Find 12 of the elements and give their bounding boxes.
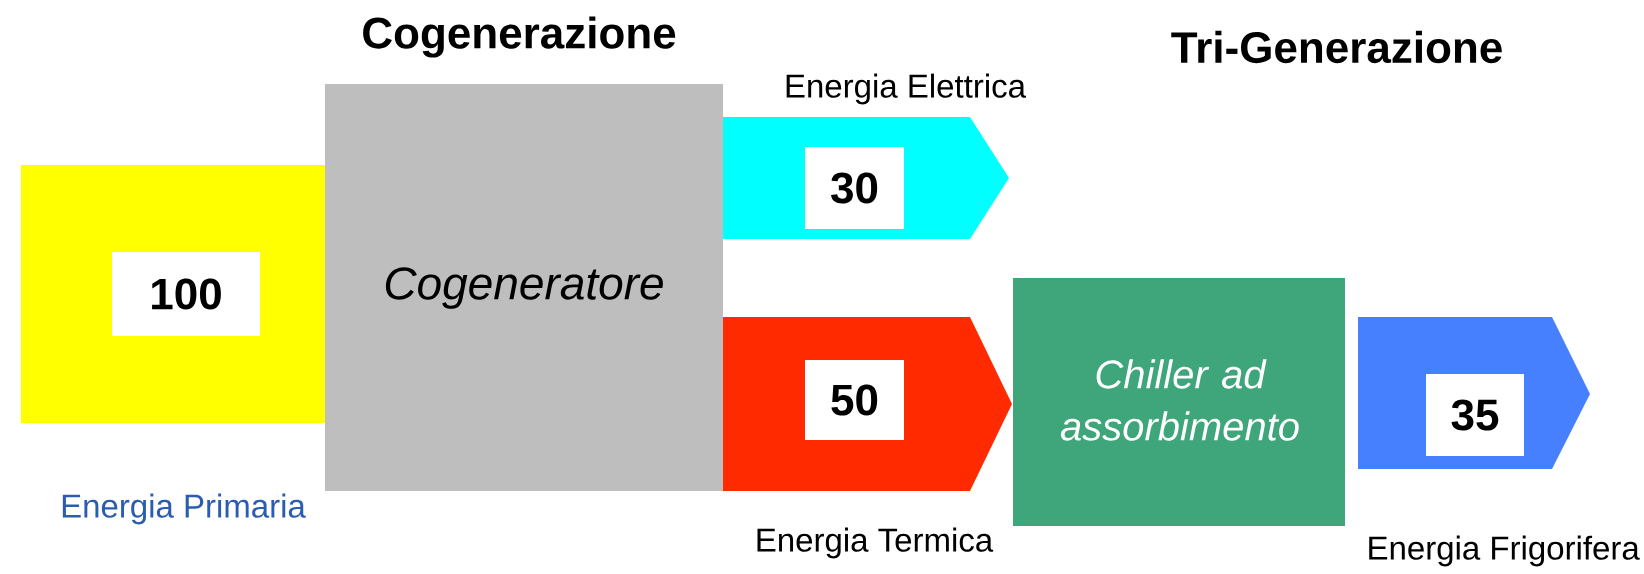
flow-label: Energia Frigorifera (1369, 535, 1640, 567)
process-label: Chiller ad assorbimento (1060, 359, 1299, 441)
value-box: 35 (1426, 374, 1524, 456)
flow-label: Energia Primaria (62, 493, 306, 525)
flow-label: Energia Elettrica (786, 73, 1026, 105)
section-heading: Cogenerazione (363, 16, 676, 58)
section-heading: Tri-Generazione (1171, 30, 1502, 64)
process-label: Cogeneratore (385, 267, 663, 309)
value-box: 50 (805, 360, 904, 440)
value-box: 30 (805, 147, 904, 229)
value-box: 100 (112, 252, 260, 336)
flow-label: Energia Termica (757, 527, 994, 559)
